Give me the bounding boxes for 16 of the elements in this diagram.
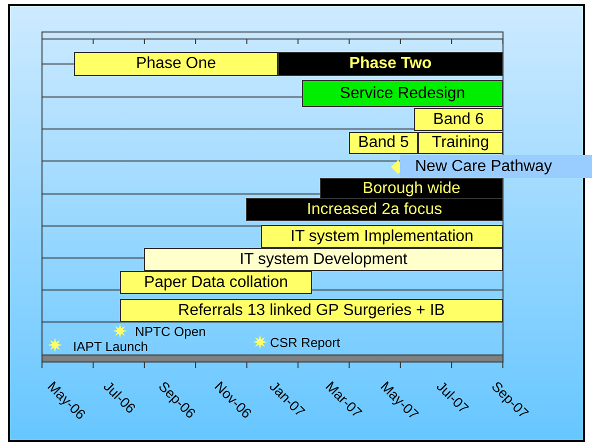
task-bar: IT system Implementation [261, 225, 503, 248]
milestone-label: CSR Report [270, 335, 340, 350]
task-bar: Band 5 [349, 132, 418, 154]
task-bar: Phase One [74, 52, 278, 76]
task-bar: Training [418, 132, 503, 154]
task-bar: Referrals 13 linked GP Surgeries + IB [120, 299, 503, 322]
task-bar: Paper Data collation [120, 271, 312, 294]
task-bar: Borough wide [320, 178, 503, 200]
task-bar: Band 6 [414, 108, 503, 131]
task-bar: Service Redesign [302, 80, 503, 107]
milestone-label: NPTC Open [135, 324, 206, 339]
task-bar: Phase Two [278, 52, 503, 76]
task-bar: IT system Development [144, 248, 503, 271]
milestone-band: New Care Pathway [400, 155, 592, 178]
milestone-label: IAPT Launch [73, 339, 148, 354]
task-bar: Increased 2a focus [246, 198, 503, 221]
